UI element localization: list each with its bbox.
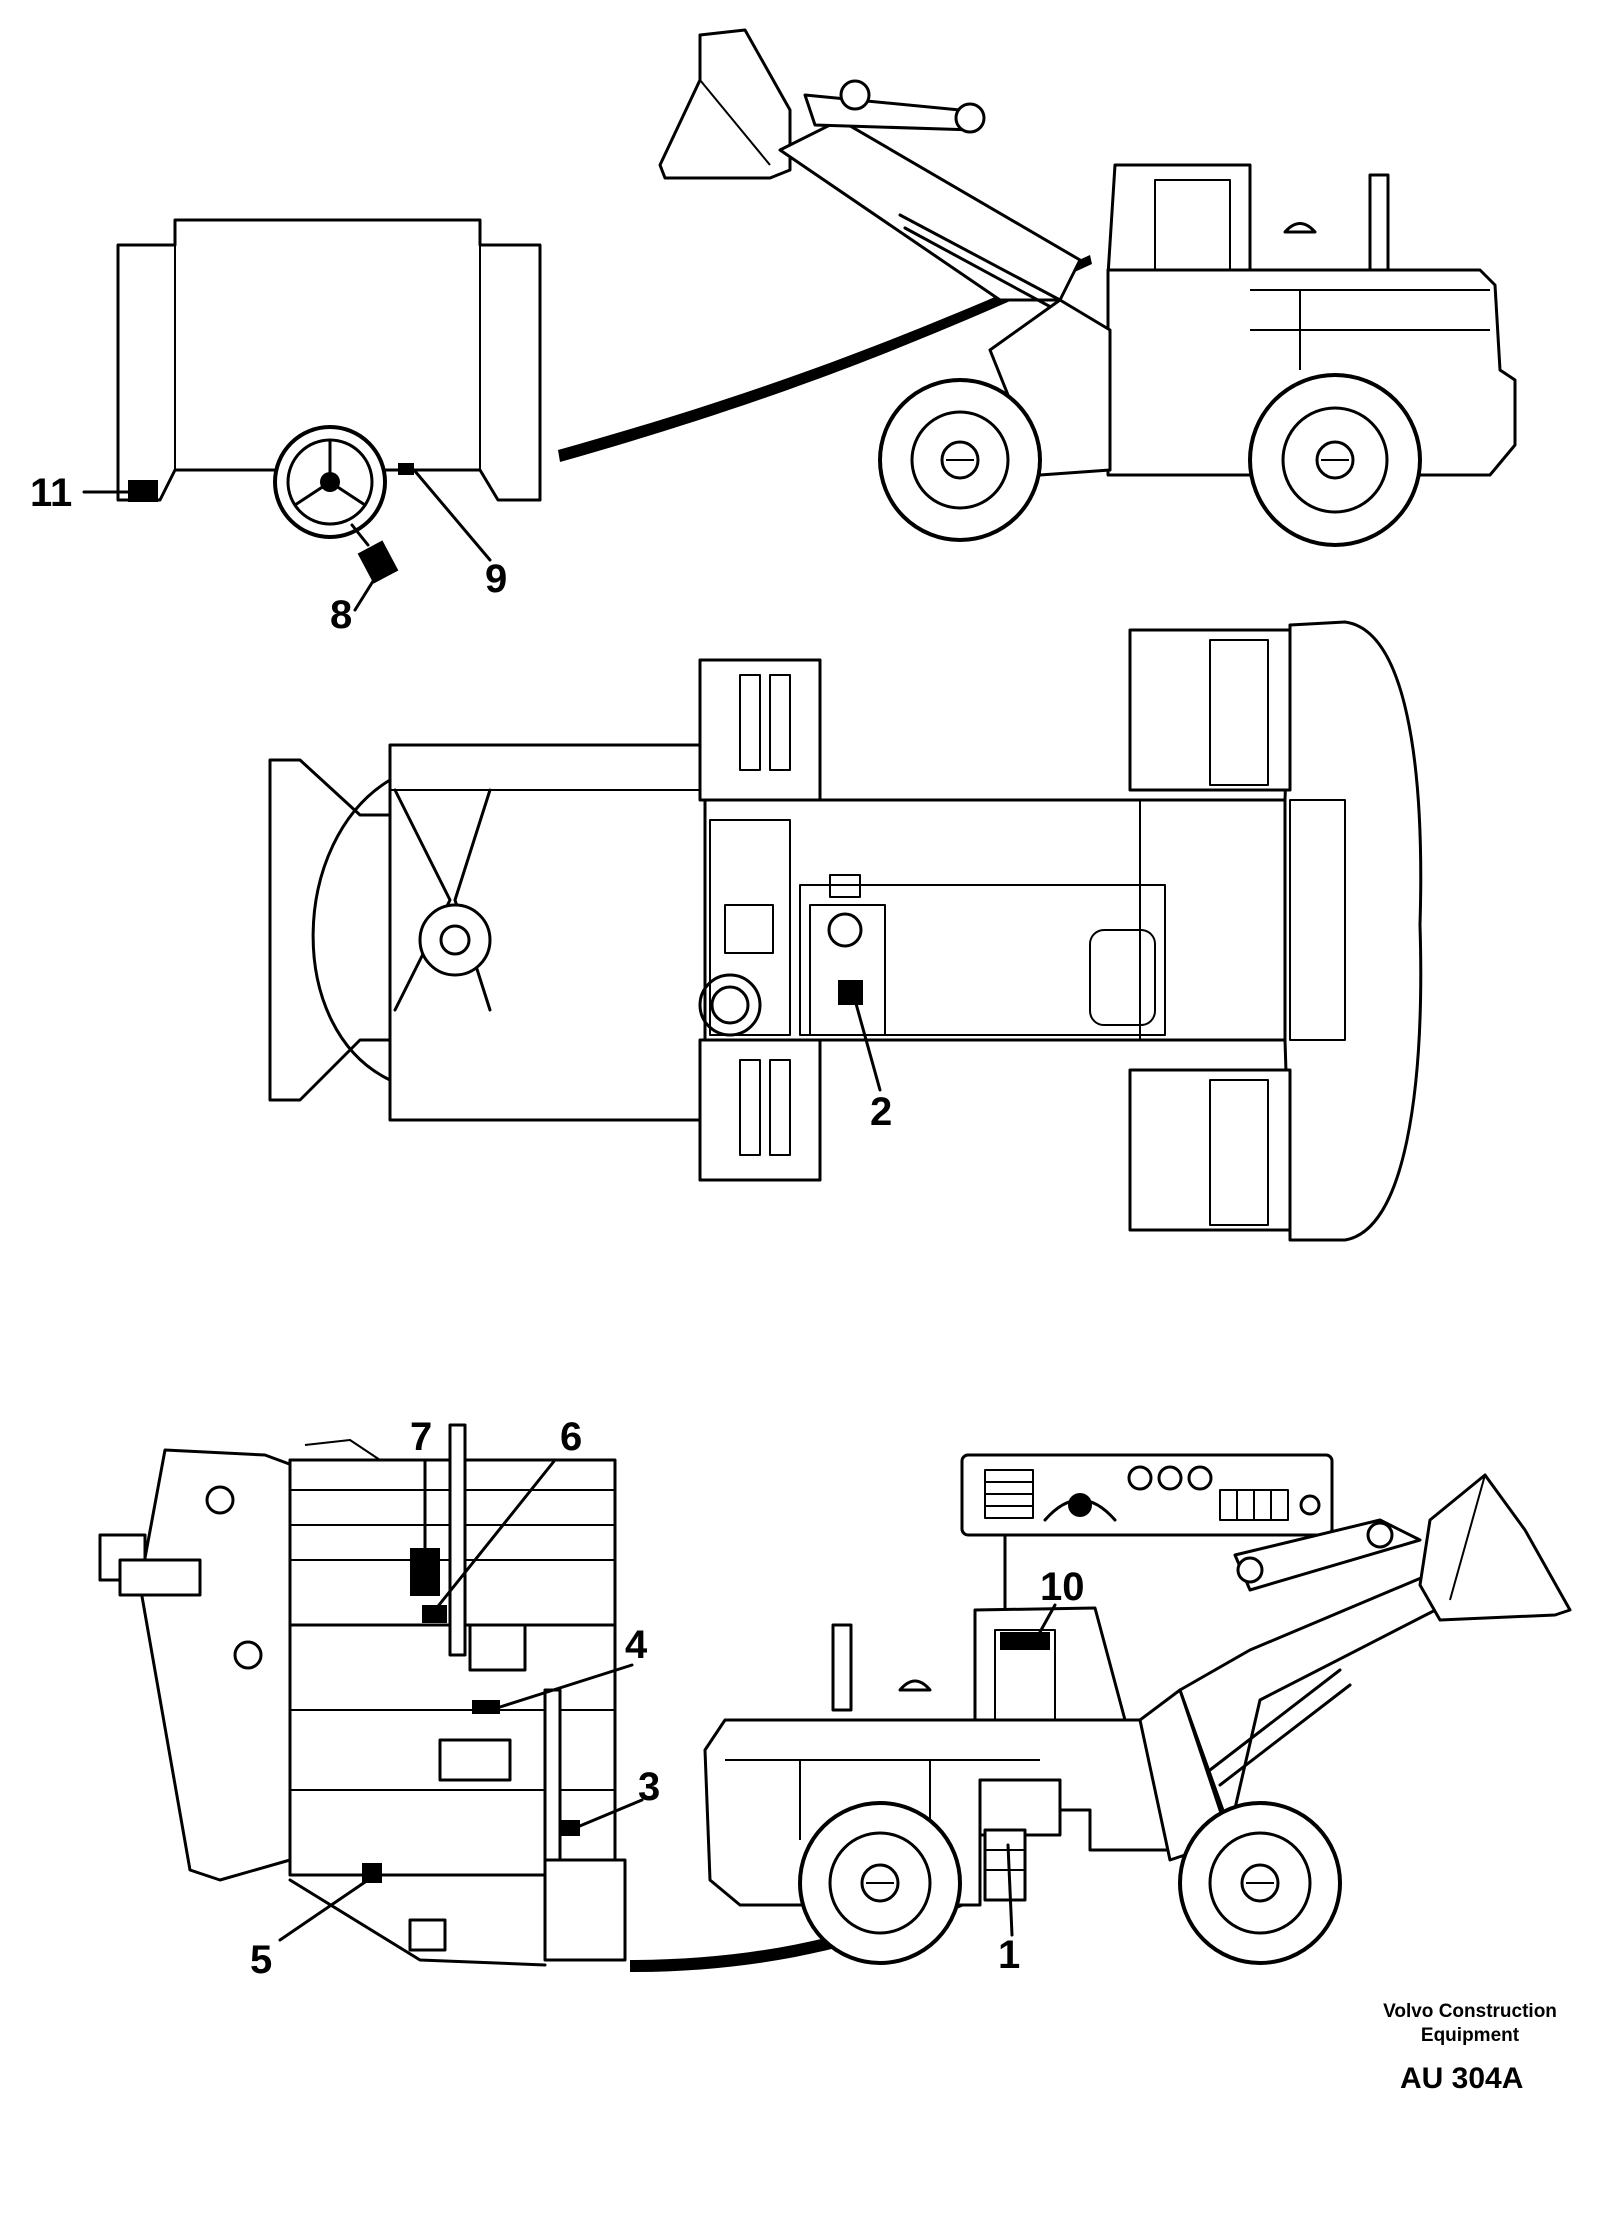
- steering-wheel-icon: [273, 425, 387, 547]
- leader-3: [573, 1798, 644, 1830]
- leader-10: [1038, 1603, 1057, 1634]
- leader-2: [853, 998, 882, 1092]
- callout-3: 3: [638, 1765, 660, 1809]
- callout-9: 9: [485, 557, 507, 601]
- callout-2: 2: [870, 1090, 892, 1134]
- decal-3-marker: [560, 1820, 580, 1836]
- drawing-code: AU 304A: [1400, 2062, 1524, 2095]
- rear-wheel: [1248, 373, 1422, 547]
- callout-4: 4: [625, 1623, 648, 1667]
- leader-5: [278, 1878, 370, 1942]
- detail-connector: [558, 255, 1092, 462]
- instrument-panel: [960, 1453, 1334, 1537]
- decal-4-marker: [472, 1700, 500, 1714]
- decal-6-marker: [422, 1605, 447, 1623]
- decal-5-marker: [362, 1863, 382, 1883]
- brand-line-1: Volvo Construction: [1383, 2001, 1557, 2022]
- callout-6: 6: [560, 1415, 582, 1459]
- leader-4: [498, 1663, 634, 1709]
- leader-9: [412, 468, 492, 562]
- callout-8: 8: [330, 593, 352, 637]
- callout-1: 1: [998, 1933, 1020, 1977]
- decal-11-marker: [128, 480, 158, 502]
- front-wheel: [878, 378, 1042, 542]
- leader-1: [1006, 1843, 1014, 1937]
- decal-8-marker: [357, 540, 399, 584]
- brand-line-2: Equipment: [1420, 2025, 1520, 2046]
- callout-11: 11: [30, 471, 72, 515]
- decal-10-marker: [1000, 1632, 1050, 1650]
- rear-wheel-bottom: [798, 1801, 962, 1965]
- callout-7: 7: [410, 1415, 432, 1459]
- decal-7-marker: [410, 1548, 440, 1596]
- callout-5: 5: [250, 1938, 272, 1982]
- engine-compartment-view: [98, 1423, 627, 1967]
- loader-side-view-top: [658, 28, 1517, 547]
- manufacturer-label: Volvo Construction Equipment: [1345, 2000, 1595, 2048]
- detail-connector-bottom: [630, 1890, 979, 1972]
- decal-9-marker: [398, 463, 414, 475]
- loader-plan-view: [268, 620, 1423, 1242]
- loader-side-view-bottom: [703, 1473, 1572, 1965]
- leader-8: [353, 576, 377, 612]
- callout-10: 10: [1040, 1565, 1085, 1609]
- decal-2-marker: [838, 980, 863, 1005]
- leader-6: [433, 1458, 557, 1612]
- front-wheel-bottom: [1178, 1801, 1342, 1965]
